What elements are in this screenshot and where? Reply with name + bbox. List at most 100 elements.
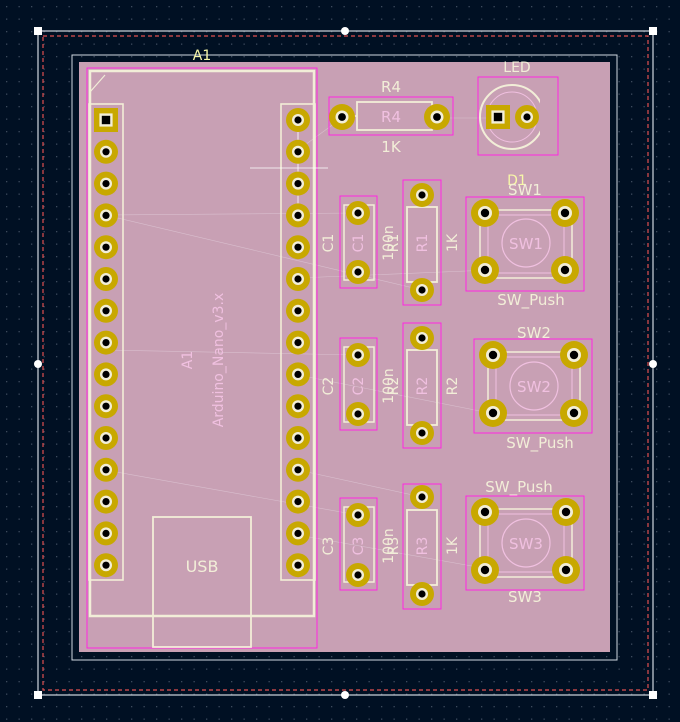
r1-pad-1[interactable] [410,183,434,207]
sw2-actuator [509,361,559,411]
sw1-pad-1[interactable] [471,199,499,227]
a1-pad-right-10[interactable] [286,394,310,419]
r1-pad-2[interactable] [410,278,434,302]
sw1-courtyard [465,196,585,292]
footprint-c3[interactable]: C3 C3 100n [321,497,397,591]
a1-pad-left-14[interactable] [94,521,118,546]
led-flat-edge [540,97,548,137]
a1-pad-right-4[interactable] [286,203,310,228]
sw3-pad-1[interactable] [471,498,499,526]
footprint-r1[interactable]: R1 R1 1K [386,179,461,306]
footprint-sw1[interactable]: SW1 SW1 SW_Push [465,181,585,310]
footprint-a1-arduino-nano[interactable]: A1 A1 Arduino_Nano_v3.x USB [86,48,328,649]
a1-pads-right[interactable] [286,108,310,578]
a1-pad-left-11[interactable] [94,426,118,450]
sw3-pad-3[interactable] [471,556,499,584]
r1-value: 1K [445,233,461,252]
selection-handles[interactable] [34,27,657,699]
footprint-r4[interactable]: R4 R4 1K [328,78,454,156]
c1-pad-2[interactable] [346,260,370,284]
sw2-pad-4[interactable] [560,399,588,427]
d1-pad-anode[interactable] [515,105,539,129]
a1-reference: A1 [193,48,211,64]
sw3-fab [487,513,565,573]
handle-bottom-left[interactable] [34,691,42,699]
sw2-pad-1[interactable] [479,341,507,369]
a1-pad-right-8[interactable] [286,330,310,355]
led-value: LED [503,60,530,76]
sw1-fab [487,214,565,274]
a1-pad-right-15[interactable] [286,553,310,578]
c2-pad-2[interactable] [346,402,370,426]
r3-reference: R3 [386,537,402,556]
footprint-sw2[interactable]: SW2 SW2 SW_Push [473,324,593,453]
r3-pad-1[interactable] [410,485,434,509]
r3-pad-2[interactable] [410,582,434,606]
a1-pad-right-3[interactable] [286,171,310,196]
a1-pad-left-8[interactable] [94,330,118,355]
a1-pad-right-7[interactable] [286,298,310,323]
footprint-sw3[interactable]: SW_Push SW3 SW3 [465,478,585,606]
a1-pad-right-9[interactable] [286,362,310,387]
r2-pad-2[interactable] [410,421,434,445]
a1-pad-right-11[interactable] [286,426,310,450]
sw3-pad-4[interactable] [552,556,580,584]
a1-pad-right-1[interactable] [286,108,310,132]
handle-top[interactable] [341,27,349,35]
usb-connector-outline [152,516,252,648]
a1-pad-left-15[interactable] [94,553,118,578]
a1-pad-left-13[interactable] [94,489,118,514]
footprint-r2[interactable]: R2 R2 R2 [386,322,461,449]
handle-bottom-right[interactable] [649,691,657,699]
a1-pad-left-10[interactable] [94,394,118,419]
a1-pad-right-13[interactable] [286,489,310,514]
a1-pad-right-14[interactable] [286,521,310,546]
a1-pad-left-4[interactable] [94,203,118,228]
a1-pad-right-6[interactable] [286,267,310,291]
a1-pad-right-12[interactable] [286,457,310,482]
a1-pad-right-2[interactable] [286,139,310,164]
r1-fab-reference: R1 [415,234,431,253]
a1-pad-left-1[interactable] [94,108,118,132]
sw2-pad-2[interactable] [560,341,588,369]
c3-fab-reference: C3 [351,537,367,556]
r2-pad-1[interactable] [410,326,434,350]
sw2-pad-3[interactable] [479,399,507,427]
c3-reference: C3 [321,537,337,556]
a1-pad-left-12[interactable] [94,457,118,482]
footprint-c2[interactable]: C2 C2 100n [321,337,397,431]
sw3-pad-2[interactable] [552,498,580,526]
d1-pad-cathode[interactable] [486,105,510,129]
selection-box[interactable] [42,35,649,691]
footprint-c1[interactable]: C1 C1 100n [321,195,397,289]
footprint-r3[interactable]: R3 R3 1K [386,483,461,610]
a1-pad-left-9[interactable] [94,362,118,387]
a1-pad-left-3[interactable] [94,171,118,196]
c3-pad-2[interactable] [346,563,370,587]
c3-pad-1[interactable] [346,503,370,527]
a1-pad-left-7[interactable] [94,298,118,323]
handle-bottom[interactable] [341,691,349,699]
footprint-d1-led[interactable]: LED D1 [477,60,559,189]
handle-top-right[interactable] [649,27,657,35]
c1-value: 100n [381,225,397,261]
handle-top-left[interactable] [34,27,42,35]
r4-pad-1[interactable] [329,104,355,130]
a1-pad-left-2[interactable] [94,139,118,164]
sw3-actuator [501,518,551,568]
a1-pad-left-6[interactable] [94,267,118,291]
sw1-pad-4[interactable] [551,256,579,284]
a1-value: Arduino_Nano_v3.x [211,293,227,428]
a1-pads-left[interactable] [94,108,118,578]
c2-pad-1[interactable] [346,343,370,367]
r4-pad-2[interactable] [424,104,450,130]
c1-pad-1[interactable] [346,201,370,225]
a1-pad-right-5[interactable] [286,235,310,260]
handle-left[interactable] [34,360,42,368]
handle-right[interactable] [649,360,657,368]
a1-pad-left-5[interactable] [94,235,118,260]
sw3-courtyard [465,495,585,591]
sw1-pad-2[interactable] [551,199,579,227]
sw1-pad-3[interactable] [471,256,499,284]
